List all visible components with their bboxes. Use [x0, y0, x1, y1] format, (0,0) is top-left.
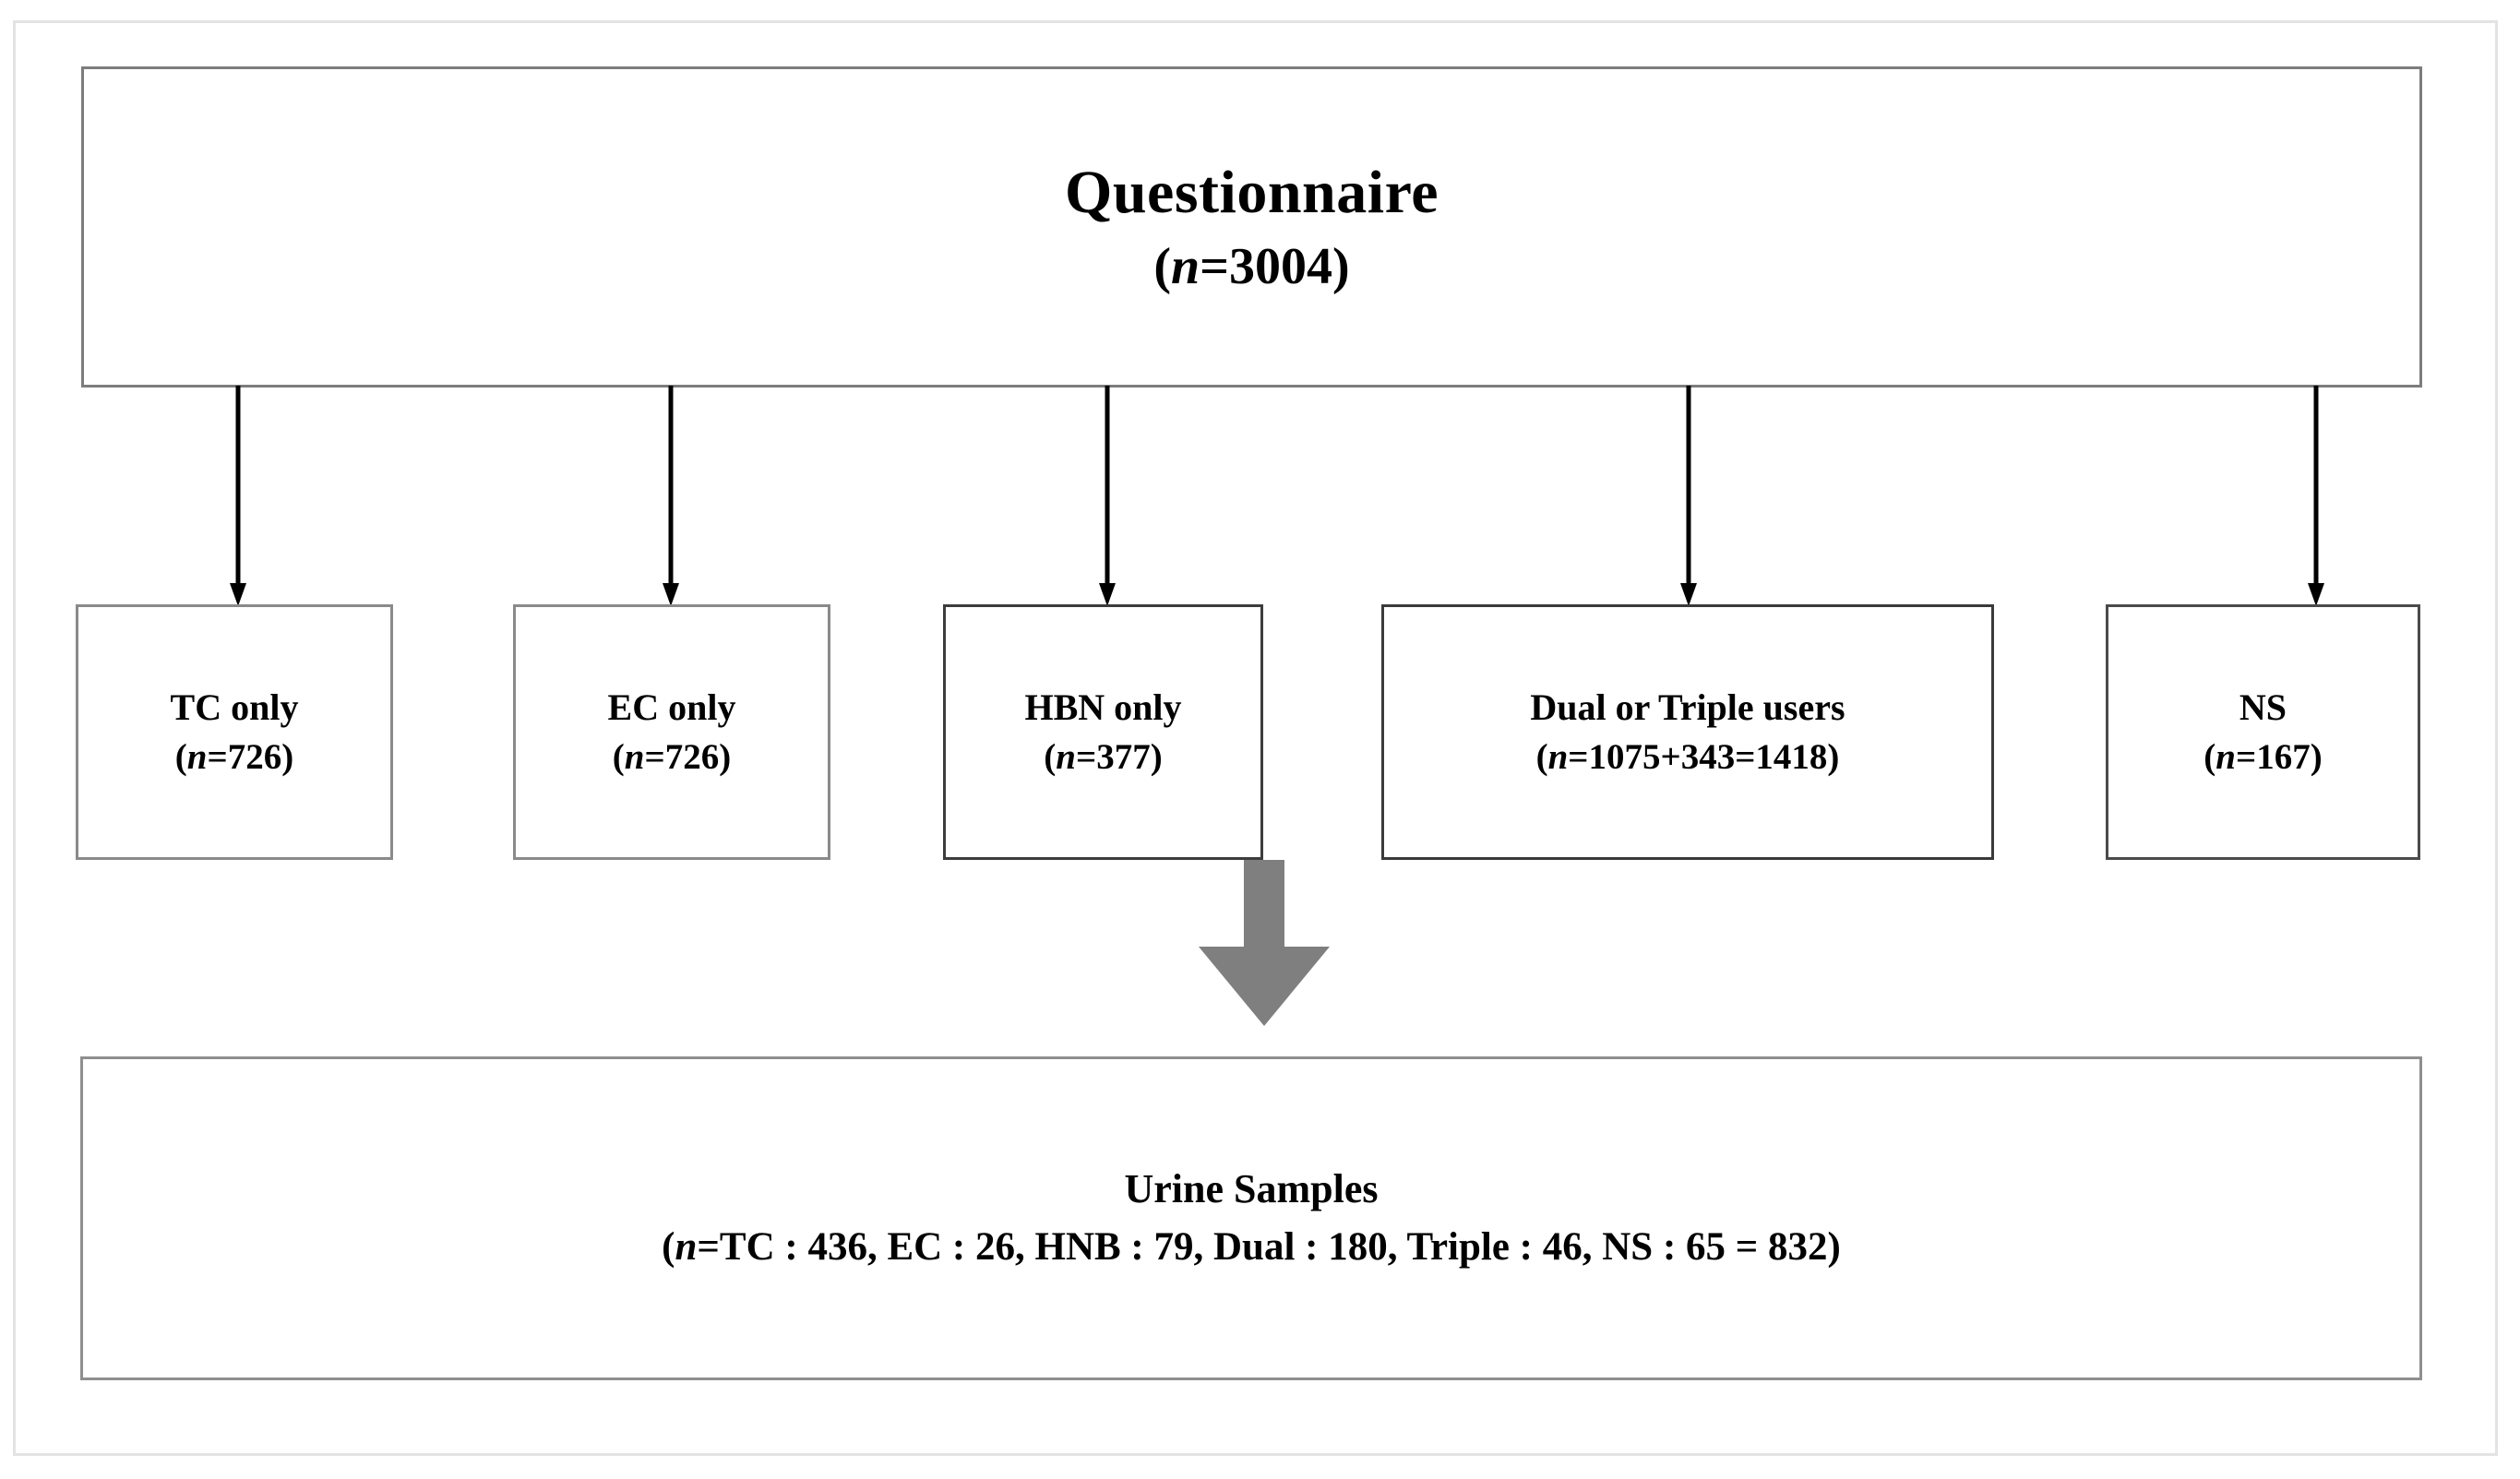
count-value: =167): [2235, 736, 2323, 777]
count-value: =377): [1075, 736, 1163, 777]
node-tc-only-count: (n=726): [175, 735, 293, 780]
n-symbol: n: [624, 736, 645, 777]
node-hbn-only-count: (n=377): [1044, 735, 1162, 780]
node-ec-only-label: EC only: [607, 686, 736, 728]
node-ec-only: EC only (n=726): [513, 604, 830, 860]
node-ns: NS (n=167): [2106, 604, 2420, 860]
node-questionnaire-count: (n=3004): [1153, 235, 1349, 298]
paren-open: (: [662, 1225, 675, 1270]
node-dual-or-triple-users-label: Dual or Triple users: [1530, 686, 1845, 728]
n-symbol: n: [675, 1225, 698, 1270]
n-symbol: n: [1056, 736, 1076, 777]
node-urine-samples-label: Urine Samples: [1124, 1166, 1379, 1212]
node-dual-or-triple-users: Dual or Triple users (n=1075+343=1418): [1381, 604, 1994, 860]
node-tc-only: TC only (n=726): [76, 604, 393, 860]
diagram-outer-frame: [13, 20, 2498, 1456]
paren-open: (: [1535, 736, 1548, 777]
count-value: =1075+343=1418): [1568, 736, 1840, 777]
paren-open: (: [612, 736, 625, 777]
node-ns-count: (n=167): [2204, 735, 2322, 780]
node-tc-only-label: TC only: [170, 686, 299, 728]
paren-open: (: [1153, 238, 1171, 296]
n-symbol: n: [186, 736, 208, 777]
n-symbol: n: [1547, 736, 1569, 777]
node-hbn-only-label: HBN only: [1024, 686, 1182, 728]
count-value: =726): [207, 736, 294, 777]
count-value: =3004): [1200, 238, 1350, 296]
count-value: =TC : 436, EC : 26, HNB : 79, Dual : 180…: [697, 1225, 1841, 1270]
node-hbn-only: HBN only (n=377): [943, 604, 1263, 860]
node-ns-label: NS: [2239, 686, 2287, 728]
paren-open: (: [1044, 736, 1057, 777]
node-urine-samples-count: (n=TC : 436, EC : 26, HNB : 79, Dual : 1…: [662, 1223, 1841, 1271]
n-symbol: n: [2215, 736, 2236, 777]
node-questionnaire: Questionnaire (n=3004): [81, 66, 2422, 388]
block-arrow-down-icon: [1199, 860, 1330, 1026]
paren-open: (: [174, 736, 187, 777]
n-symbol: n: [1170, 238, 1200, 296]
paren-open: (: [2204, 736, 2216, 777]
node-ec-only-count: (n=726): [613, 735, 731, 780]
node-urine-samples: Urine Samples (n=TC : 436, EC : 26, HNB …: [80, 1056, 2422, 1380]
count-value: =726): [644, 736, 732, 777]
node-dual-or-triple-users-count: (n=1075+343=1418): [1536, 735, 1840, 780]
node-questionnaire-label: Questionnaire: [1065, 158, 1439, 226]
